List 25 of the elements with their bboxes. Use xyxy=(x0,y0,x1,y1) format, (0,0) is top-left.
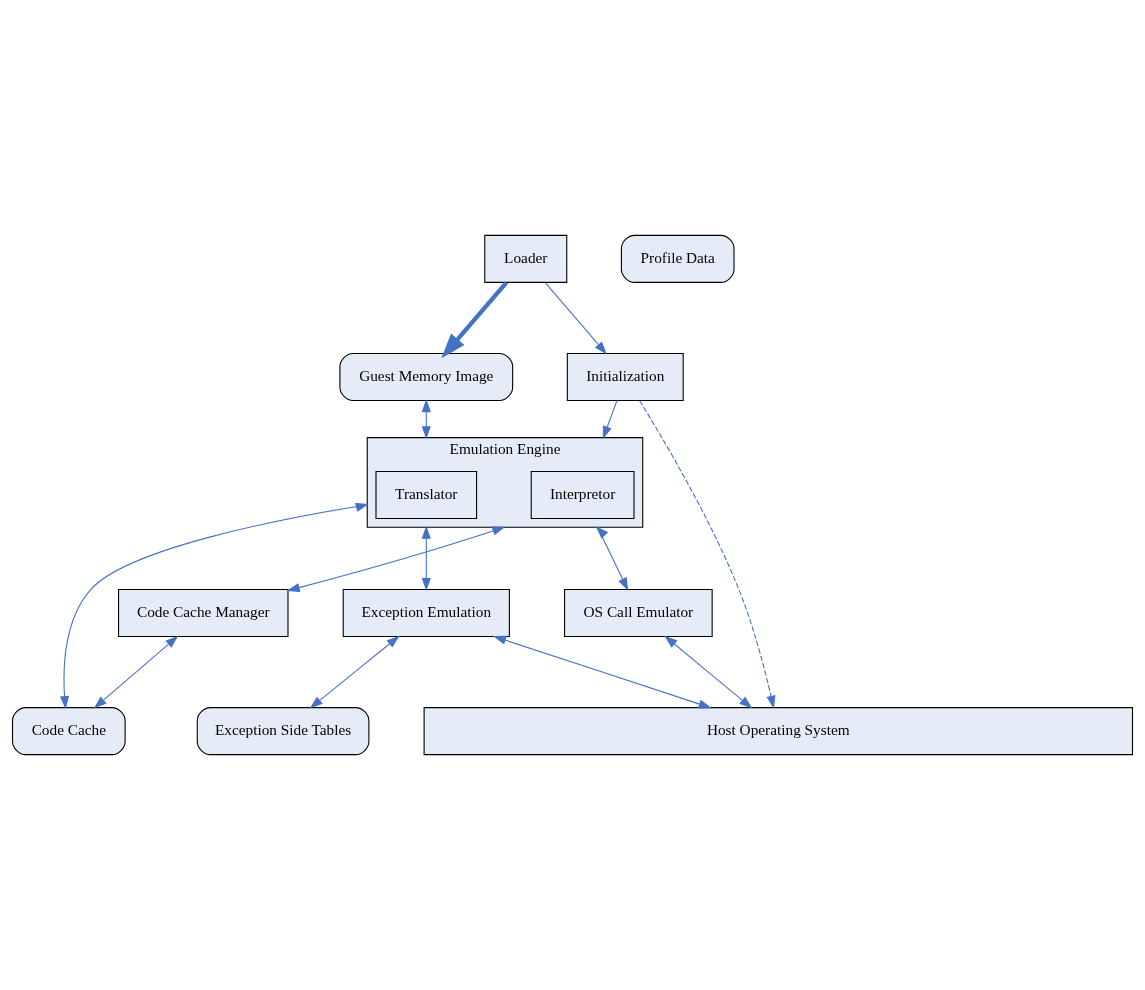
arrow xyxy=(441,281,508,359)
node-box: Initialization xyxy=(566,352,684,401)
arrow xyxy=(595,526,629,591)
arrow xyxy=(544,282,607,355)
node-box: Interpretor xyxy=(530,470,635,520)
arrow xyxy=(59,502,369,710)
node-box: Code Cache xyxy=(11,707,126,756)
arrow xyxy=(602,400,618,440)
arrow xyxy=(93,635,179,709)
node-box: Translator xyxy=(375,470,478,520)
arrow xyxy=(639,400,776,709)
node-box: Host Operating System xyxy=(423,707,1134,756)
node-box: Exception Emulation xyxy=(342,589,510,638)
node-box: Profile Data xyxy=(620,234,735,283)
arrow xyxy=(421,399,431,440)
arrow xyxy=(493,635,712,709)
node-box: OS Call Emulator xyxy=(564,589,713,638)
arrow xyxy=(286,526,506,593)
node-box: Guest Memory Image xyxy=(339,352,514,401)
node-box: Exception Side Tables xyxy=(196,707,370,756)
node-box: Code Cache Manager xyxy=(118,589,289,638)
arrow xyxy=(309,635,400,709)
node-box: Loader xyxy=(484,234,568,283)
arrow xyxy=(421,525,431,592)
arrow xyxy=(664,635,753,709)
